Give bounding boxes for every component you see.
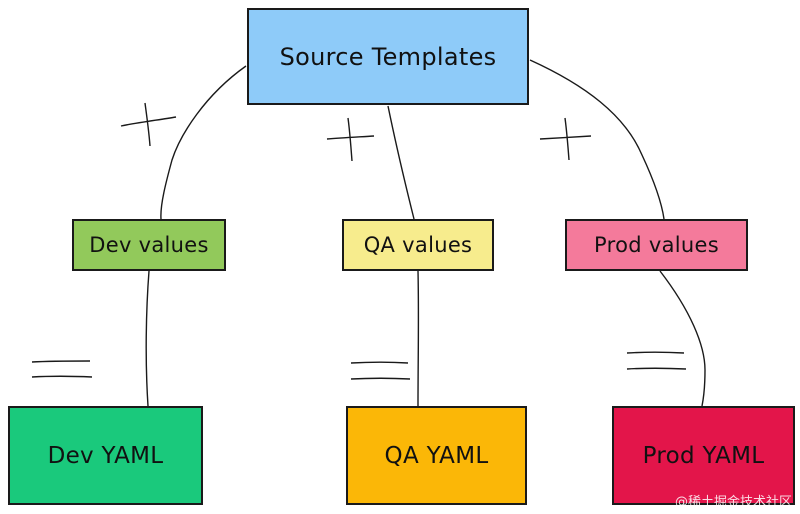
source-templates-node: Source Templates (247, 8, 529, 105)
prod-yaml-node: Prod YAML (612, 406, 795, 505)
connector-dev-values-to-dev-yaml (145, 270, 150, 407)
equals-sign-prod (626, 351, 687, 370)
equals-sign-qa (350, 361, 411, 380)
connector-source-to-qa-values (387, 105, 415, 220)
dev-values-node: Dev values (72, 219, 226, 271)
connector-source-to-dev-values (160, 65, 247, 220)
plus-sign-qa (326, 117, 375, 162)
plus-sign-dev (120, 102, 177, 147)
equals-sign-dev (31, 360, 93, 378)
dev-yaml-node: Dev YAML (8, 406, 203, 505)
plus-sign-prod (539, 117, 592, 161)
qa-yaml-node: QA YAML (346, 406, 527, 505)
watermark: @稀土掘金技术社区 (674, 495, 792, 510)
prod-values-node: Prod values (565, 219, 748, 271)
connector-prod-values-to-prod-yaml (659, 270, 706, 407)
connector-source-to-prod-values (529, 59, 665, 220)
qa-values-node: QA values (342, 219, 494, 271)
